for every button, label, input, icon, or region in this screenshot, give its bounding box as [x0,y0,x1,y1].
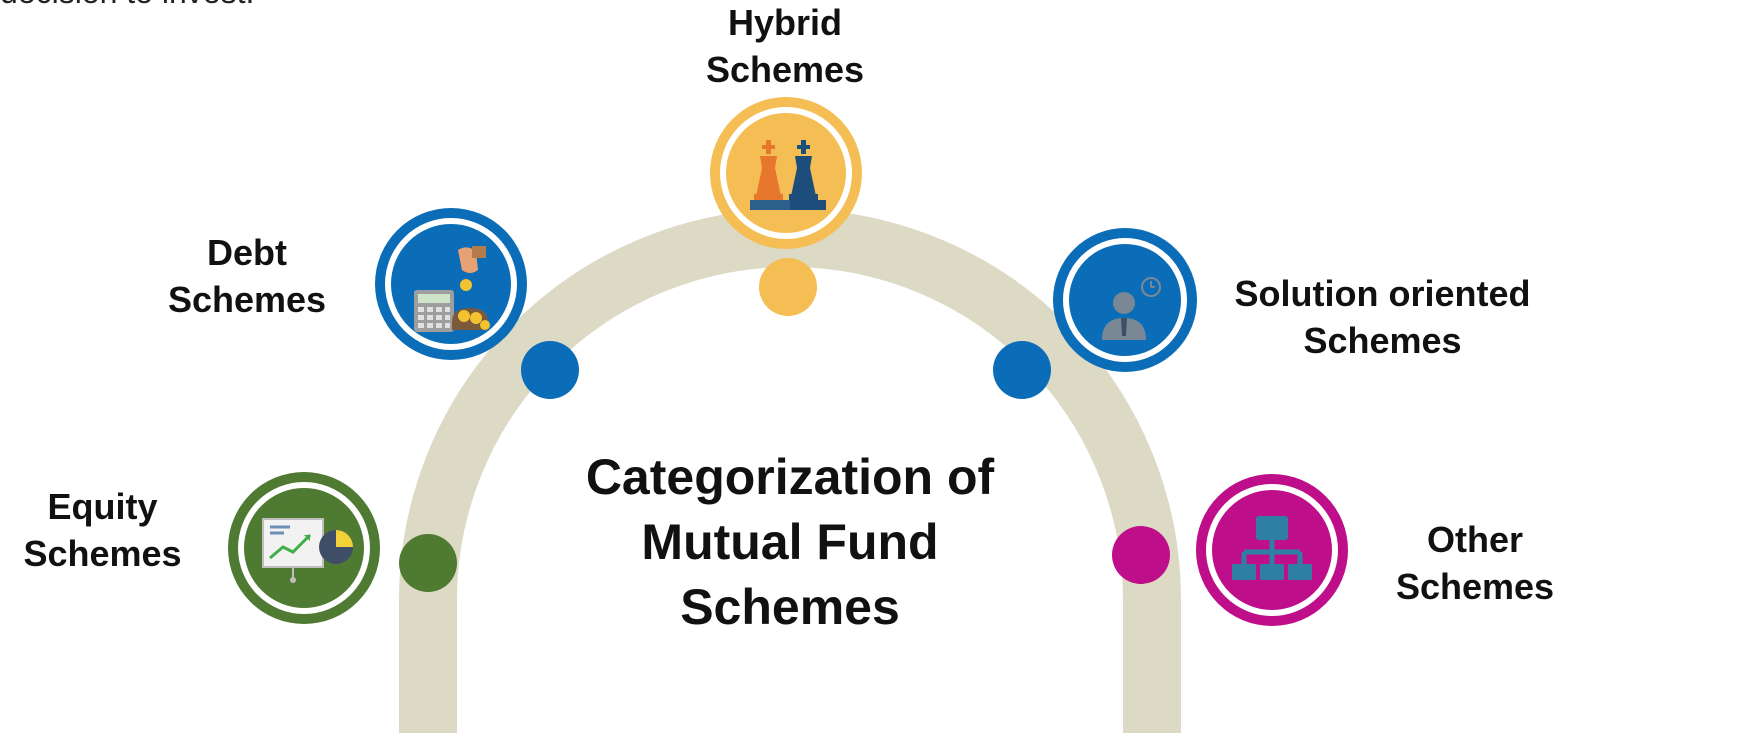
solution-label-line2: Schemes [1303,319,1462,361]
hierarchy-icon [1232,516,1312,580]
center-title: Categorization of Mutual Fund Schemes [560,445,1020,640]
other-label-line1: Other [1426,519,1523,560]
solution-label: Solution oriented Schemes [1210,271,1555,365]
other-node-dot [1112,526,1170,584]
chart-presentation-icon [262,518,353,583]
equity-icon-circle [228,472,380,624]
other-icon-circle [1196,474,1348,626]
debt-label-line2: Schemes [167,278,327,320]
solution-node-dot [993,341,1051,399]
other-label: Other Schemes [1375,517,1575,611]
equity-label-line1: Equity [47,486,158,527]
hybrid-label: Hybrid Schemes [660,0,910,94]
hybrid-label-line1: Hybrid [727,2,842,43]
debt-label: Debt Schemes [137,230,357,324]
solution-label-line1: Solution oriented [1234,273,1531,314]
coins-calculator-icon [414,246,490,332]
debt-label-line1: Debt [207,232,287,273]
chess-pieces-icon [750,140,826,210]
hybrid-node-dot [759,258,817,316]
intro-text: decision to invest. [0,0,254,11]
center-title-line1: Categorization of [585,449,995,505]
hybrid-icon-circle [710,97,862,249]
person-clock-icon [1102,277,1161,340]
hybrid-label-line2: Schemes [705,48,865,90]
other-label-line2: Schemes [1395,565,1555,607]
center-title-line3: Schemes [680,579,900,635]
debt-node-dot [521,341,579,399]
solution-icon-circle [1053,228,1197,372]
equity-node-dot [399,534,457,592]
equity-label: Equity Schemes [0,484,205,578]
center-title-line2: Mutual Fund [641,514,939,570]
debt-icon-circle [375,208,527,360]
equity-label-line2: Schemes [23,532,182,574]
